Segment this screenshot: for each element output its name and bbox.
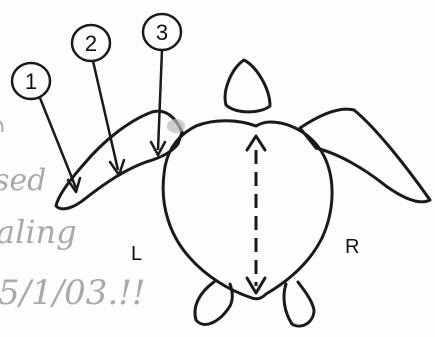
callout-2-pointer [93,61,118,170]
note-line-1: sed [0,163,46,198]
left-side-label: L [131,243,142,265]
callout-2: 2 [72,25,124,175]
callout-3-pointer [158,50,162,150]
note-line-3: 5/1/03.!! [0,273,146,313]
right-rear-flipper [284,282,314,326]
wound-mark [167,119,185,133]
callout-3-label: 3 [156,20,168,45]
shell-length-measurement [247,136,265,293]
callout-3: 3 [143,14,181,155]
note-fragment [0,120,3,132]
callout-2-label: 2 [85,31,97,56]
right-side-label: R [345,236,359,258]
turtle-head [225,60,270,112]
callout-1-label: 1 [25,69,37,94]
handwritten-notes: sed aling 5/1/03.!! [0,120,146,313]
note-line-2: aling [0,213,77,251]
right-front-flipper [300,109,430,202]
arrow-up-icon [247,136,265,150]
